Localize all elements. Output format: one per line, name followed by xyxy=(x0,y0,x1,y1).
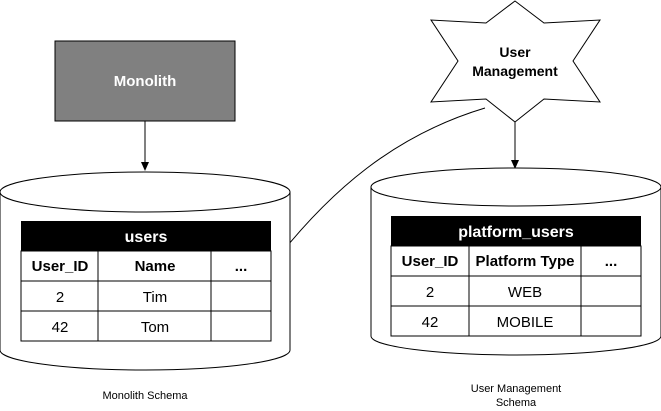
monolith-label: Monolith xyxy=(114,73,176,90)
user-mgmt-schema-caption-line2: Schema xyxy=(496,397,537,409)
users-header-more: ... xyxy=(235,258,248,275)
users-table: users User_ID Name ... 2 Tim 42 Tom xyxy=(20,221,272,342)
users-row1-user-id: 2 xyxy=(56,289,64,306)
user-management-node: User Management xyxy=(430,0,601,123)
platform-users-row1-user-id: 2 xyxy=(426,284,434,301)
users-header-name: Name xyxy=(135,258,176,275)
platform-users-table-title: platform_users xyxy=(458,224,574,241)
platform-users-row2-user-id: 42 xyxy=(422,314,439,331)
monolith-schema-caption: Monolith Schema xyxy=(103,390,189,402)
platform-users-table-body xyxy=(390,245,642,337)
arrow-usermgmt-to-users-table xyxy=(271,107,486,266)
platform-users-row1-platform-type: WEB xyxy=(508,284,542,301)
monolith-box xyxy=(54,40,236,122)
users-row1-name: Tim xyxy=(143,289,167,306)
users-header-user-id: User_ID xyxy=(32,258,89,275)
user-mgmt-db-rim xyxy=(370,186,661,207)
platform-users-header-platform-type: Platform Type xyxy=(476,253,575,270)
user-management-label-line1: User xyxy=(499,44,531,60)
users-row2-name: Tom xyxy=(141,319,169,336)
platform-users-row2-platform-type: MOBILE xyxy=(497,314,554,331)
platform-users-header-more: ... xyxy=(605,253,618,270)
user-management-label-line2: Management xyxy=(472,63,558,79)
user-management-star xyxy=(430,0,601,123)
users-row2-user-id: 42 xyxy=(52,319,69,336)
users-table-body xyxy=(20,250,272,342)
users-table-title: users xyxy=(125,229,168,246)
platform-users-table: platform_users User_ID Platform Type ...… xyxy=(390,216,642,337)
user-mgmt-schema-caption-line1: User Management xyxy=(471,383,562,395)
users-table-title-bar xyxy=(21,221,271,251)
platform-users-table-title-bar xyxy=(391,216,641,246)
monolith-node: Monolith xyxy=(54,40,236,122)
platform-users-header-user-id: User_ID xyxy=(402,253,459,270)
monolith-db-rim xyxy=(0,191,291,213)
